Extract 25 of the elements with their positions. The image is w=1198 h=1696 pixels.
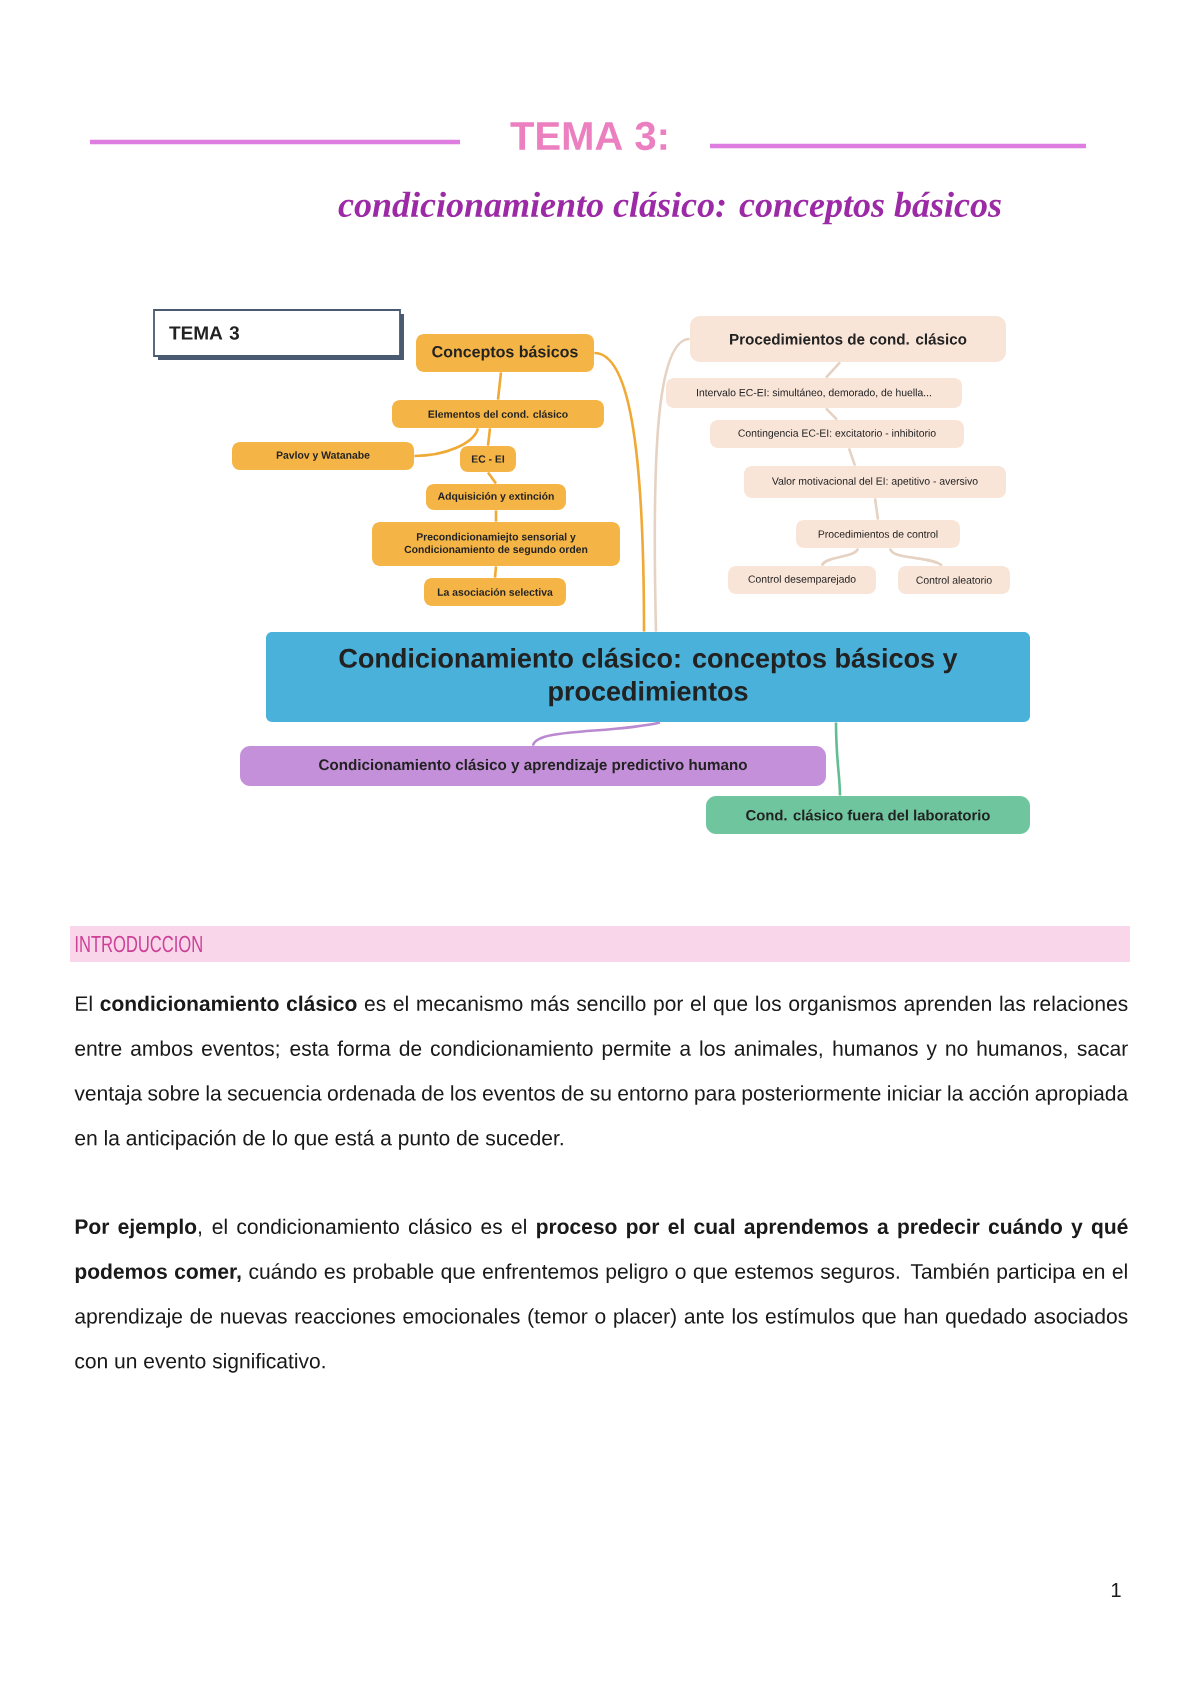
- body-paragraph: Por ejemplo, el condicionamiento clásico es el proceso por el cual aprendemos a predecir cuándo y qué podemos comer, cuándo es probable que enfrentemos peligro o que estemos seguros. También participa en el aprendizaje de nuevas reacciones emocionales (temor o placer) ante los estímulos que han quedado asociados con un evento significativo.: [75, 1218, 1128, 1373]
- branch-line: [594, 351, 646, 632]
- branch-line: [834, 722, 842, 796]
- page-number: 1: [1111, 1583, 1121, 1597]
- branch-line: [494, 510, 498, 522]
- branch-line: [486, 471, 498, 485]
- title-box: TEMA 3: [153, 309, 404, 360]
- branch-line: [493, 566, 498, 578]
- subtitle: condicionamiento clásico: conceptos básicos: [338, 191, 1001, 225]
- branch-line: [888, 547, 943, 567]
- body-paragraph: El condicionamiento clásico es el mecanismo más sencillo por el que los organismos aprenden las relaciones entre ambos eventos; esta forma de condicionamiento permite a los animales, humanos y no humanos, sacar ventaja sobre la secuencia ordenada de los eventos de su entorno para posteriormente iniciar la acción apropiada en la anticipación de lo que está a punto de suceder.: [74, 995, 1129, 1150]
- topic-title: TEMA 3:: [510, 121, 667, 151]
- branch-line: [531, 721, 661, 747]
- branch-line: [847, 448, 857, 467]
- branch-line: [496, 372, 503, 400]
- central-topic-box: Condicionamiento clásico: conceptos básicos y procedimientos: [266, 632, 1030, 722]
- branch-line: [825, 361, 841, 379]
- branch-line: [820, 547, 860, 567]
- branch-line: [653, 337, 690, 632]
- topic-box: Conceptos básicos: [416, 334, 594, 372]
- branch-line: [414, 427, 480, 458]
- branch-line: [825, 407, 838, 421]
- branch-line: [486, 428, 492, 446]
- branch-line: [873, 498, 880, 520]
- section-heading: INTRODUCCION: [70, 926, 1130, 962]
